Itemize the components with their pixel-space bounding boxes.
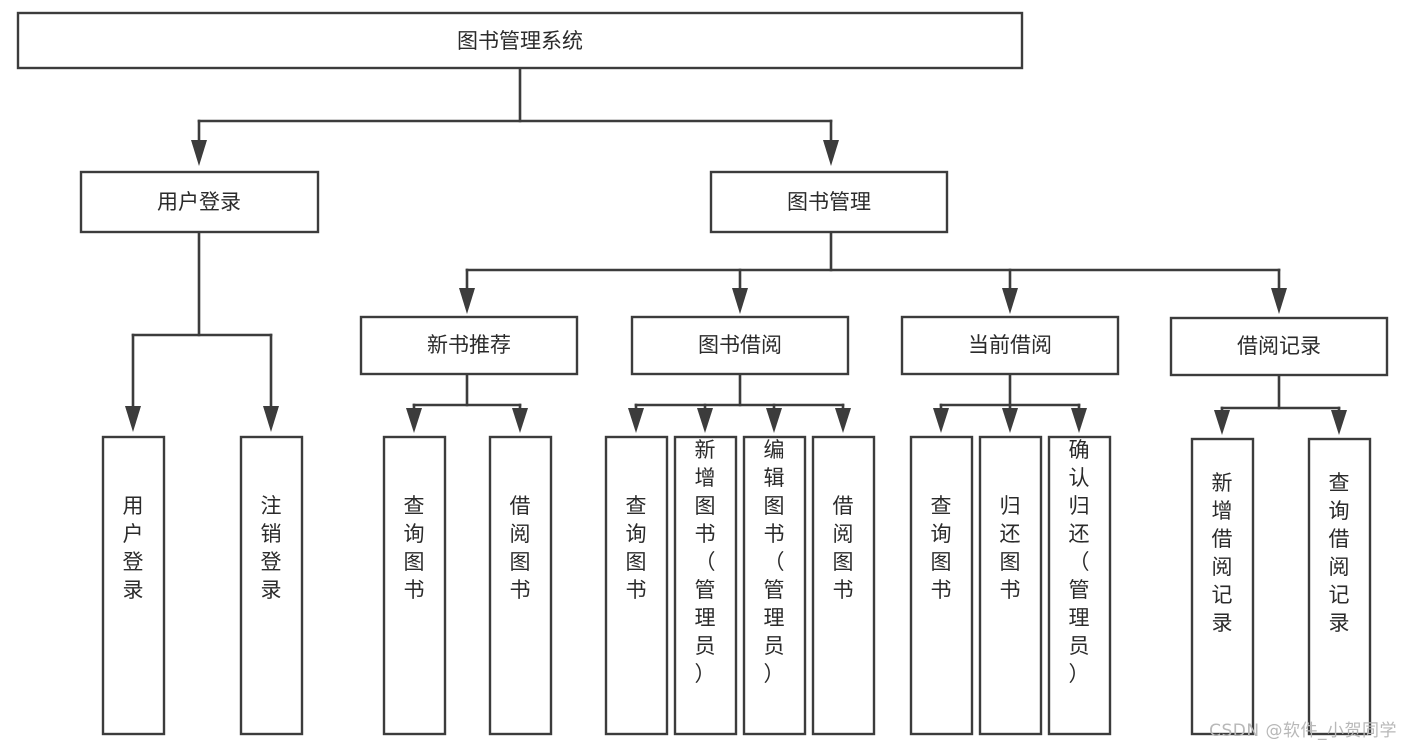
- leaf-query-book-3[interactable]: 查询图书: [909, 435, 974, 736]
- arrow-head-book-management: [823, 140, 839, 166]
- node-book-borrow[interactable]: 图书借阅: [630, 315, 850, 376]
- leaf-return-book[interactable]: 归还图书: [978, 435, 1043, 736]
- node-user-login[interactable]: 用户登录: [79, 170, 320, 234]
- arrow-head-book-borrow: [732, 288, 748, 314]
- connector-group-book-management: [459, 230, 1287, 314]
- leaf-borrow-book-2-box[interactable]: [811, 435, 876, 736]
- arrow-head-leaf-user-login: [125, 406, 141, 432]
- leaf-user-login[interactable]: 用户登录: [101, 435, 166, 736]
- arrow-head-leaf-query-book-1: [406, 408, 422, 433]
- node-book-borrow-box[interactable]: [630, 315, 850, 376]
- leaf-add-book[interactable]: 新增图书（管理员）: [673, 435, 738, 736]
- node-root-box[interactable]: [16, 11, 1024, 70]
- leaf-query-book-3-label: 查询图书: [931, 494, 952, 602]
- connector-group-book-borrow: [628, 372, 851, 433]
- node-new-book-recommend-label: 新书推荐: [427, 333, 511, 357]
- arrow-head-leaf-return-book: [1002, 408, 1018, 433]
- node-current-borrow-box[interactable]: [900, 315, 1120, 376]
- arrow-head-current-borrow: [1002, 288, 1018, 314]
- leaf-query-book-2[interactable]: 查询图书: [604, 435, 669, 736]
- leaf-user-logout[interactable]: 注销登录: [239, 435, 304, 736]
- leaf-query-book-3-box[interactable]: [909, 435, 974, 736]
- connector-group-user-login: [125, 230, 279, 432]
- connector-group-new-book-recommend: [406, 372, 528, 433]
- node-root[interactable]: 图书管理系统: [16, 11, 1024, 70]
- node-new-book-recommend-box[interactable]: [359, 315, 579, 376]
- node-new-book-recommend[interactable]: 新书推荐: [359, 315, 579, 376]
- connector-group-current-borrow: [933, 372, 1087, 433]
- node-borrow-record-label: 借阅记录: [1237, 334, 1321, 358]
- node-book-management[interactable]: 图书管理: [709, 170, 949, 234]
- leaf-add-record-box[interactable]: [1190, 437, 1255, 736]
- node-user-login-label: 用户登录: [157, 190, 241, 214]
- leaf-query-record-box[interactable]: [1307, 437, 1372, 736]
- node-borrow-record[interactable]: 借阅记录: [1169, 316, 1389, 377]
- node-book-management-label: 图书管理: [787, 190, 871, 214]
- leaf-query-book-1[interactable]: 查询图书: [382, 435, 447, 736]
- arrow-head-leaf-confirm-return: [1071, 408, 1087, 433]
- leaf-edit-book-box[interactable]: [742, 435, 807, 736]
- leaf-query-book-1-box[interactable]: [382, 435, 447, 736]
- leaf-add-book-box[interactable]: [673, 435, 738, 736]
- node-book-management-box[interactable]: [709, 170, 949, 234]
- node-current-borrow-label: 当前借阅: [968, 333, 1052, 357]
- leaf-confirm-return-box[interactable]: [1047, 435, 1112, 736]
- csdn-watermark: CSDN @软件_小贺同学: [1209, 721, 1397, 741]
- leaf-user-logout-label: 注销登录: [261, 494, 282, 602]
- leaf-add-record-label: 新增借阅记录: [1212, 471, 1233, 635]
- connector-group-root: [191, 66, 839, 166]
- leaf-borrow-book-2[interactable]: 借阅图书: [811, 435, 876, 736]
- node-user-login-box[interactable]: [79, 170, 320, 234]
- leaf-user-login-box[interactable]: [101, 435, 166, 736]
- node-book-borrow-label: 图书借阅: [698, 333, 782, 357]
- leaf-borrow-book-2-label: 借阅图书: [833, 494, 854, 602]
- arrow-head-leaf-borrow-book-1: [512, 408, 528, 433]
- leaf-query-record[interactable]: 查询借阅记录: [1307, 437, 1372, 736]
- leaf-confirm-return-label: 确认归还（管理员）: [1069, 438, 1090, 686]
- leaf-add-book-label: 新增图书（管理员）: [695, 438, 716, 686]
- arrow-head-leaf-add-book: [697, 408, 713, 433]
- leaf-query-book-2-box[interactable]: [604, 435, 669, 736]
- leaf-edit-book-label: 编辑图书（管理员）: [764, 438, 785, 686]
- node-borrow-record-box[interactable]: [1169, 316, 1389, 377]
- arrow-head-new-book-recommend: [459, 288, 475, 314]
- leaf-add-record[interactable]: 新增借阅记录: [1190, 437, 1255, 736]
- leaf-query-record-label: 查询借阅记录: [1329, 471, 1350, 635]
- arrow-head-leaf-borrow-book-2: [835, 408, 851, 433]
- connector-group-borrow-record: [1214, 373, 1347, 435]
- arrow-head-leaf-edit-book: [766, 408, 782, 433]
- leaf-user-logout-box[interactable]: [239, 435, 304, 736]
- leaf-query-book-2-label: 查询图书: [626, 494, 647, 602]
- leaf-user-login-label: 用户登录: [123, 494, 144, 602]
- arrow-head-leaf-add-record: [1214, 410, 1230, 435]
- leaf-borrow-book-1-box[interactable]: [488, 435, 553, 736]
- arrow-head-leaf-query-book-3: [933, 408, 949, 433]
- node-root-label: 图书管理系统: [457, 29, 583, 53]
- leaf-confirm-return[interactable]: 确认归还（管理员）: [1047, 435, 1112, 736]
- leaf-edit-book[interactable]: 编辑图书（管理员）: [742, 435, 807, 736]
- arrow-head-leaf-query-book-2: [628, 408, 644, 433]
- leaf-return-book-label: 归还图书: [1000, 494, 1021, 602]
- arrow-head-user-login: [191, 140, 207, 166]
- leaf-return-book-box[interactable]: [978, 435, 1043, 736]
- arrow-head-leaf-query-record: [1331, 410, 1347, 435]
- leaf-borrow-book-1-label: 借阅图书: [510, 494, 531, 602]
- arrow-head-borrow-record: [1271, 288, 1287, 314]
- leaf-borrow-book-1[interactable]: 借阅图书: [488, 435, 553, 736]
- node-current-borrow[interactable]: 当前借阅: [900, 315, 1120, 376]
- leaf-query-book-1-label: 查询图书: [404, 494, 425, 602]
- arrow-head-leaf-user-logout: [263, 406, 279, 432]
